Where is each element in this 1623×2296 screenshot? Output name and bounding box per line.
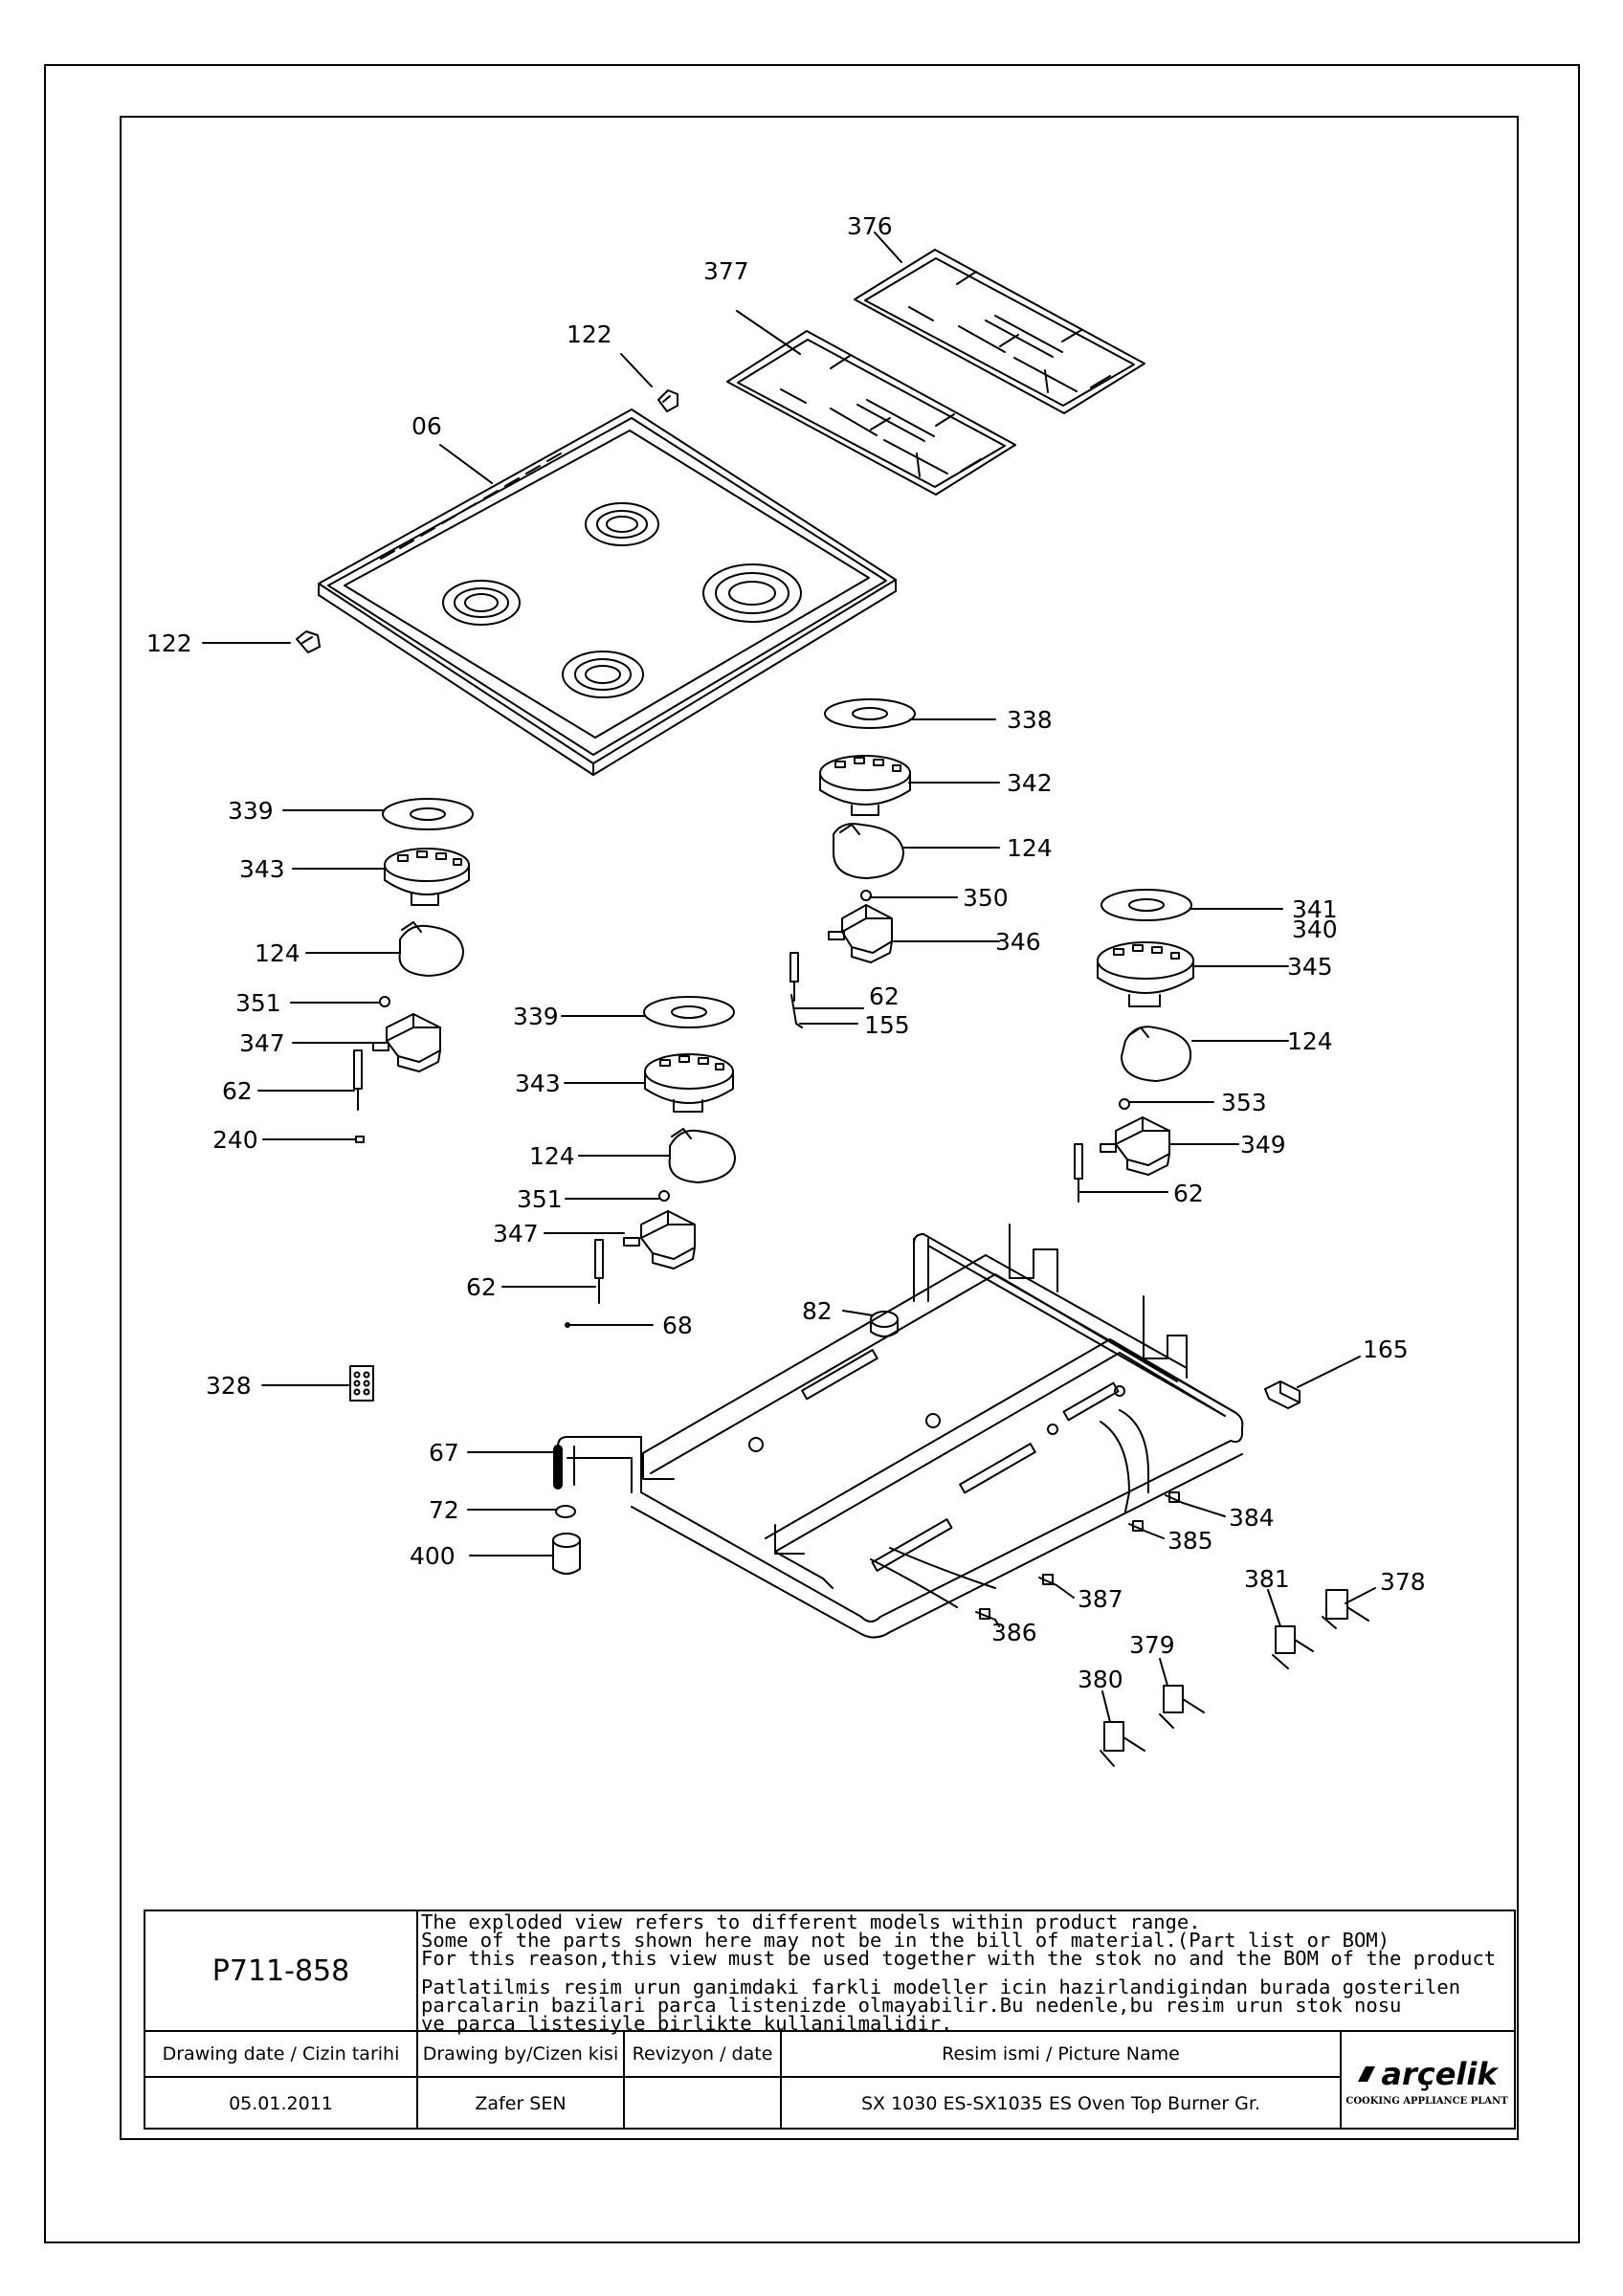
part-label-353: 353: [1221, 1089, 1267, 1116]
part-label-377: 377: [703, 257, 749, 285]
drawing-by-cell: Drawing by/Cizen kisi Zafer SEN: [418, 2032, 625, 2130]
part-label-124-right: 124: [1287, 1027, 1333, 1055]
part-label-387: 387: [1078, 1585, 1123, 1613]
leader-lines: [202, 232, 1376, 1723]
arcelik-logo: arçelik COOKING APPLIANCE PLANT: [1340, 2032, 1514, 2130]
burner-stack-lower-drawing: [565, 996, 736, 1328]
title-block: P711-858 The exploded view refers to dif…: [144, 1910, 1516, 2130]
part-label-62-center: 62: [869, 982, 900, 1010]
part-label-124-left: 124: [255, 939, 300, 967]
inner-frame: [120, 116, 1519, 2140]
part-label-62-right: 62: [1173, 1180, 1204, 1207]
revision-cell: Revizyon / date: [625, 2032, 782, 2130]
part-label-347-left: 347: [239, 1029, 285, 1057]
part-label-340: 340: [1292, 916, 1338, 943]
part-label-240: 240: [212, 1126, 258, 1154]
bracket-165-drawing: [1264, 1380, 1301, 1409]
drawing-date-cell: Drawing date / Cizin tarihi 05.01.2011: [145, 2032, 418, 2130]
note-line: Some of the parts shown here may not be …: [421, 1929, 1390, 1952]
hob-top-06-drawing: [318, 408, 897, 776]
part-label-06: 06: [411, 412, 442, 440]
drawing-by-label: Drawing by/Cizen kisi: [418, 2032, 623, 2078]
part-label-346: 346: [995, 928, 1041, 956]
part-label-386: 386: [991, 1619, 1037, 1646]
part-label-345: 345: [1287, 953, 1333, 981]
clip-122-top-drawing: [657, 389, 678, 412]
part-label-82: 82: [802, 1297, 833, 1325]
injectors-drawing: [975, 1491, 1184, 1621]
grate-377-drawing: [726, 330, 1016, 496]
valve-379-drawing: [1159, 1685, 1205, 1729]
revision-label: Revizyon / date: [625, 2032, 780, 2078]
drawing-by-value: Zafer SEN: [475, 2093, 567, 2114]
note-line: For this reason,this view must be used t…: [421, 1947, 1497, 1970]
part-label-122-left: 122: [146, 629, 192, 657]
drawing-date-value: 05.01.2011: [229, 2093, 333, 2114]
drawing-date-label: Drawing date / Cizin tarihi: [145, 2032, 416, 2078]
burner-stack-left-drawing: [353, 798, 474, 1143]
seal-72-drawing: [555, 1505, 576, 1518]
plate-328-drawing: [349, 1365, 374, 1402]
logo-mark-icon: [1358, 2065, 1376, 2082]
part-label-343-lower: 343: [515, 1070, 561, 1097]
disclaimer-notes: The exploded view refers to different mo…: [421, 1910, 1512, 2034]
part-label-155: 155: [864, 1011, 910, 1039]
nut-82-drawing: [870, 1311, 899, 1337]
part-label-347-lower: 347: [493, 1220, 539, 1247]
part-label-342: 342: [1007, 769, 1053, 797]
part-label-380: 380: [1078, 1666, 1123, 1693]
note-line: Patlatilmis resim urun ganimdaki farkli …: [421, 1976, 1461, 1998]
part-label-62-lower: 62: [466, 1273, 497, 1301]
part-label-72: 72: [429, 1496, 459, 1524]
part-label-341: 341: [1292, 895, 1338, 923]
part-label-379: 379: [1129, 1631, 1175, 1659]
part-label-165: 165: [1363, 1336, 1409, 1363]
title-block-row: Drawing date / Cizin tarihi 05.01.2011 D…: [145, 2032, 1514, 2130]
part-label-122-top: 122: [567, 320, 612, 348]
valve-378-drawing: [1322, 1589, 1369, 1629]
inlet-pipe-67-drawing: [553, 1445, 575, 1490]
burner-stack-right-drawing: [1074, 889, 1194, 1203]
outer-frame: [44, 64, 1580, 2243]
picture-name-cell: Resim ismi / Picture Name SX 1030 ES-SX1…: [782, 2032, 1342, 2130]
note-line: The exploded view refers to different mo…: [421, 1910, 1201, 1933]
picture-name-value: SX 1030 ES-SX1035 ES Oven Top Burner Gr.: [860, 2093, 1261, 2114]
part-label-381: 381: [1244, 1565, 1290, 1593]
logo-subtitle: COOKING APPLIANCE PLANT: [1345, 2095, 1508, 2107]
part-label-62-left: 62: [222, 1077, 253, 1105]
valve-381-drawing: [1272, 1625, 1314, 1669]
note-line: ve parca listesiyle birlikte kullanilmal…: [421, 2012, 953, 2035]
part-label-376: 376: [847, 212, 893, 240]
sleeve-400-drawing: [552, 1533, 581, 1575]
part-label-68: 68: [662, 1312, 693, 1339]
part-label-67: 67: [429, 1439, 459, 1467]
part-label-328: 328: [206, 1372, 252, 1400]
part-label-124-center: 124: [1007, 834, 1053, 862]
part-label-378: 378: [1380, 1568, 1426, 1596]
part-label-338: 338: [1007, 706, 1053, 734]
picture-name-label: Resim ismi / Picture Name: [782, 2032, 1340, 2078]
drawing-number: P711-858: [145, 1911, 418, 2030]
grate-376-drawing: [854, 249, 1145, 414]
part-label-351-lower: 351: [517, 1185, 563, 1213]
part-label-351-left: 351: [235, 989, 281, 1017]
burner-stack-center-drawing: [789, 698, 916, 1028]
logo-text: arçelik: [1381, 2055, 1498, 2092]
part-label-339-left: 339: [228, 797, 274, 825]
valve-380-drawing: [1100, 1721, 1145, 1767]
part-label-385: 385: [1167, 1527, 1213, 1555]
part-label-384: 384: [1229, 1504, 1275, 1532]
clip-122-left-drawing: [296, 630, 321, 653]
note-line: parcalarin bazilari parca listenizde olm…: [421, 1994, 1402, 2017]
part-label-124-lower: 124: [529, 1142, 575, 1170]
part-label-339-lower: 339: [513, 1003, 559, 1030]
part-label-400: 400: [410, 1542, 456, 1570]
gas-manifold-frame-drawing: [557, 1224, 1244, 1639]
revision-value: [625, 2078, 780, 2130]
part-label-350: 350: [963, 884, 1009, 912]
part-label-349: 349: [1240, 1131, 1286, 1159]
part-label-343-left: 343: [239, 855, 285, 883]
